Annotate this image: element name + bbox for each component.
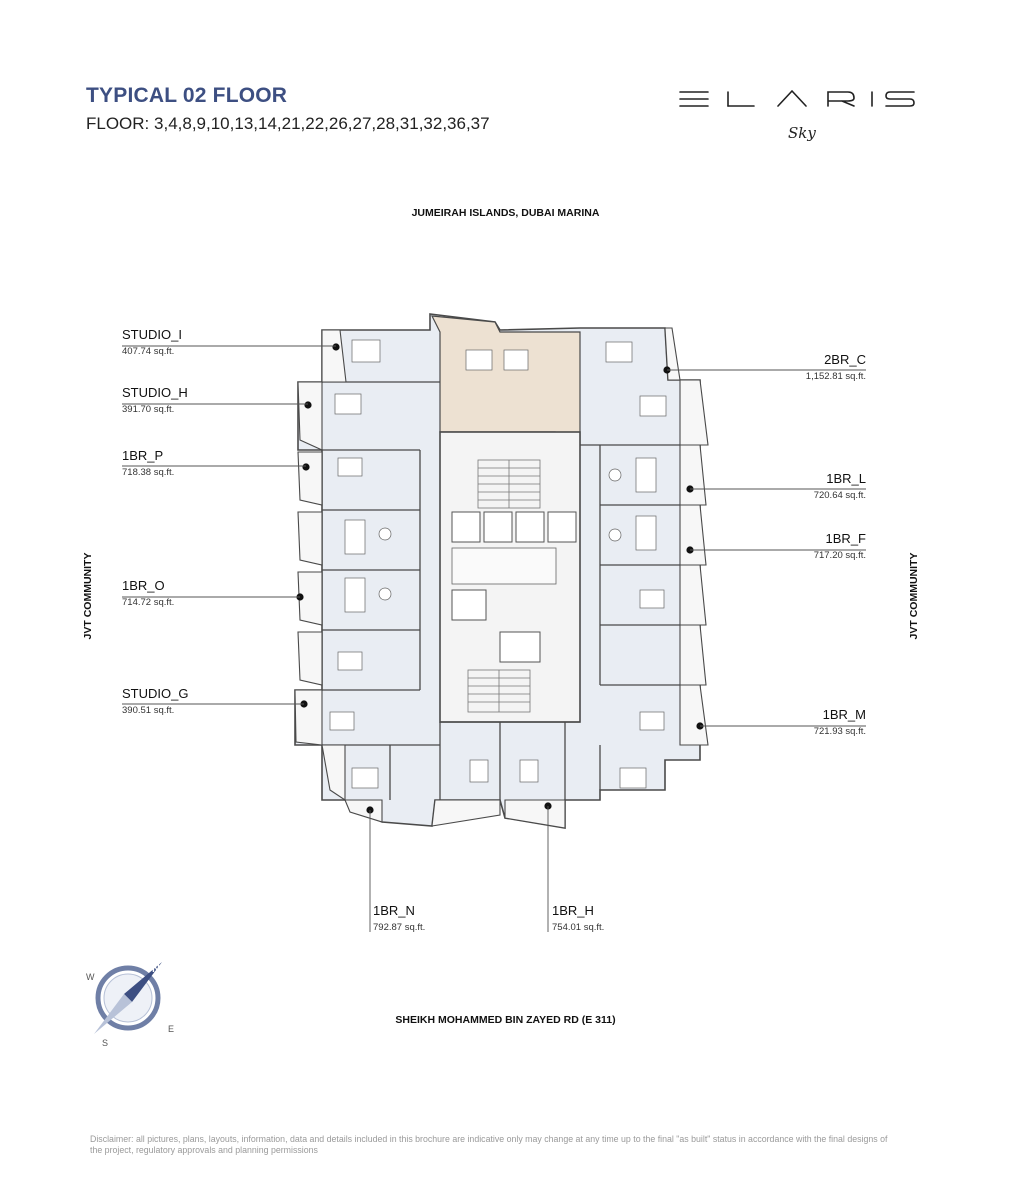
unit-name: 1BR_H	[552, 903, 594, 918]
compass-s: S	[102, 1038, 108, 1048]
unit-area: 390.51 sq.ft.	[122, 705, 175, 716]
unit-area: 721.93 sq.ft.	[813, 726, 866, 737]
stair-bottom	[467, 669, 531, 713]
compass-icon: N E S W	[86, 962, 174, 1048]
unit-name: 1BR_P	[122, 448, 164, 463]
unit-area: 792.87 sq.ft.	[373, 922, 426, 933]
unit-label-1br-f: 1BR_F 717.20 sq.ft.	[814, 531, 866, 561]
furniture	[329, 339, 667, 789]
unit-name: 1BR_F	[825, 531, 866, 546]
lift-lobby	[451, 547, 557, 585]
unit-label-1br-m: 1BR_M 721.93 sq.ft.	[814, 707, 866, 737]
unit-area: 714.72 sq.ft.	[122, 597, 175, 608]
unit-label-1br-n: 1BR_N 792.87 sq.ft.	[373, 903, 425, 933]
unit-label-studio-g: STUDIO_G 390.51 sq.ft.	[122, 686, 188, 716]
stair-top	[477, 459, 541, 509]
unit-2br-c-highlight	[430, 315, 581, 446]
floors-values: 3,4,8,9,10,13,14,21,22,26,27,28,31,32,36…	[154, 114, 490, 133]
unit-label-2br-c: 2BR_C 1,152.81 sq.ft.	[806, 352, 866, 382]
compass-w: W	[86, 972, 95, 982]
unit-name: STUDIO_G	[122, 686, 189, 701]
unit-name: 1BR_L	[826, 471, 866, 486]
logo-script: Sky	[788, 124, 816, 142]
unit-name: 1BR_M	[822, 707, 866, 722]
disclaimer: Disclaimer: all pictures, plans, layouts…	[90, 1134, 888, 1155]
balconies	[294, 327, 709, 829]
unit-label-1br-o: 1BR_O 714.72 sq.ft.	[122, 578, 174, 608]
unit-area: 717.20 sq.ft.	[813, 550, 866, 561]
unit-area: 718.38 sq.ft.	[122, 467, 175, 478]
plan-body	[122, 313, 866, 932]
leader-lines	[122, 345, 866, 932]
floors-prefix: FLOOR:	[86, 114, 155, 133]
compass-e: E	[168, 1024, 174, 1034]
unit-area: 754.01 sq.ft.	[552, 922, 605, 933]
compass-n: N	[152, 963, 160, 975]
unit-area: 1,152.81 sq.ft.	[805, 371, 866, 382]
unit-name: 1BR_N	[373, 903, 415, 918]
floor-list: FLOOR: 3,4,8,9,10,13,14,21,22,26,27,28,3…	[86, 114, 490, 134]
unit-label-studio-h: STUDIO_H 391.70 sq.ft.	[122, 385, 188, 415]
elaris-sky-logo: Sky	[679, 89, 915, 142]
unit-label-1br-p: 1BR_P 718.38 sq.ft.	[122, 448, 174, 478]
page-title: TYPICAL 02 FLOOR	[86, 84, 288, 107]
unit-name: 2BR_C	[824, 352, 866, 367]
unit-area: 391.70 sq.ft.	[122, 404, 175, 415]
unit-area: 720.64 sq.ft.	[813, 490, 866, 501]
north-label: JUMEIRAH ISLANDS, DUBAI MARINA	[411, 207, 600, 219]
unit-area: 407.74 sq.ft.	[122, 346, 175, 357]
unit-name: STUDIO_I	[122, 327, 182, 342]
lifts	[451, 511, 577, 663]
unit-name: 1BR_O	[122, 578, 165, 593]
unit-name: STUDIO_H	[122, 385, 188, 400]
south-label: SHEIKH MOHAMMED BIN ZAYED RD (E 311)	[395, 1014, 616, 1026]
unit-label-1br-h: 1BR_H 754.01 sq.ft.	[552, 903, 604, 933]
unit-label-studio-i: STUDIO_I 407.74 sq.ft.	[122, 327, 182, 357]
unit-label-1br-l: 1BR_L 720.64 sq.ft.	[814, 471, 866, 501]
